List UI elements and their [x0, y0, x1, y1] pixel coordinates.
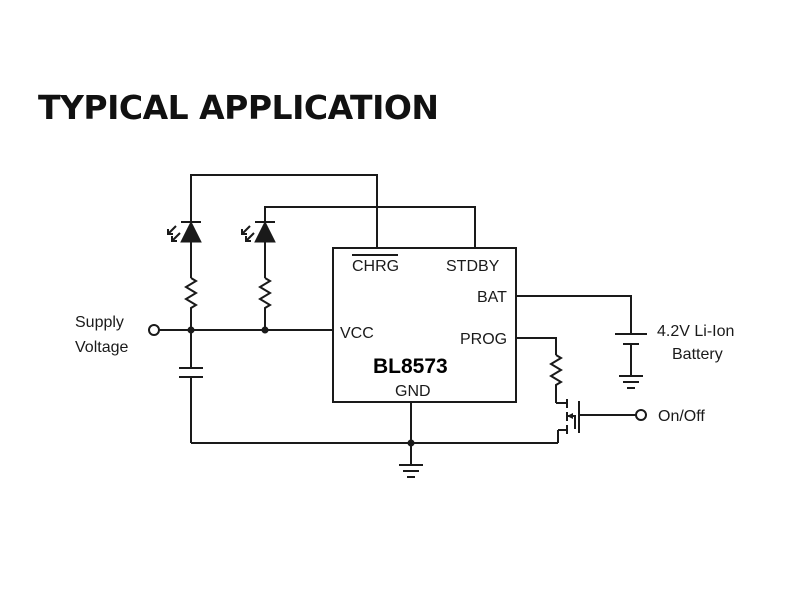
pin-label-prog: PROG	[460, 331, 507, 348]
battery-icon	[615, 333, 647, 389]
on-off-terminal-icon	[635, 409, 647, 421]
led-stdby-icon	[241, 220, 276, 278]
prog-wire	[516, 337, 557, 355]
battery-label: 4.2V Li-Ion	[657, 323, 734, 340]
resistor-1-icon	[184, 277, 198, 330]
supply-terminal-icon	[148, 324, 160, 336]
chrg-wire	[190, 174, 378, 248]
ic-part-number: BL8573	[373, 355, 448, 378]
stdby-wire	[264, 206, 476, 248]
supply-label: Supply	[75, 314, 124, 331]
junction-dot	[261, 326, 269, 334]
pin-label-vcc: VCC	[340, 325, 374, 342]
on-off-label: On/Off	[658, 408, 705, 425]
battery-label-2: Battery	[672, 346, 723, 363]
pin-label-chrg: CHRG	[352, 258, 399, 275]
ic-body	[332, 247, 517, 403]
led-chrg-icon	[167, 220, 202, 278]
ground-icon	[399, 464, 423, 478]
resistor-2-icon	[258, 277, 272, 330]
voltage-label: Voltage	[75, 339, 128, 356]
bat-wire	[516, 295, 632, 334]
junction-dot	[407, 439, 415, 447]
pin-label-gnd: GND	[395, 383, 431, 400]
input-capacitor-icon	[179, 330, 203, 443]
pin-label-bat: BAT	[477, 289, 507, 306]
page-title: TYPICAL APPLICATION	[38, 88, 439, 127]
mosfet-icon	[556, 399, 636, 443]
prog-resistor-icon	[549, 354, 563, 403]
pin-label-stdby: STDBY	[446, 258, 500, 275]
